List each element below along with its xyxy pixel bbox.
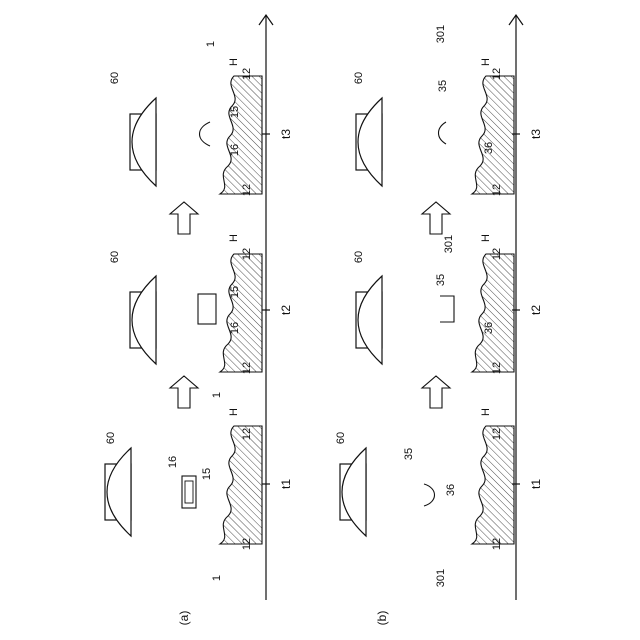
tick-label-t1: t1 [279,479,293,489]
ref-1-a-t2: 1 [211,392,223,398]
ref-12-a-t1-right: 12 [241,428,253,440]
ref-12-b-t3-right: 12 [491,68,503,80]
tick-label-t3-b: t3 [529,129,543,139]
ref-16-a-t1: 16 [167,456,179,468]
ref-12-b-t1-right: 12 [491,428,503,440]
progress-arrow-b-2 [422,202,450,234]
ref-12-a-t1-left: 12 [241,538,253,550]
ref-301-b-t3: 301 [435,25,447,43]
ref-12-a-t2-right: 12 [241,248,253,260]
panel-label-a: (a) [177,611,191,626]
ref-301-b-t1: 301 [435,569,447,587]
ref-h-b-t2: H [480,234,492,242]
progress-arrow-a-2 [170,202,198,234]
panel-a: t1 t2 t3 (a) 60 H 16 15 12 12 1 [105,15,293,625]
ref-12-a-t3-right: 12 [241,68,253,80]
ref-h-a-t1: H [228,408,240,416]
ref-12-a-t2-left: 12 [241,362,253,374]
ref-h-a-t2: H [228,234,240,242]
tick-label-t2: t2 [279,305,293,315]
ref-60-b-t1: 60 [335,432,347,444]
panel-label-b: (b) [375,611,389,626]
ref-60-a-t1: 60 [105,432,117,444]
ref-12-b-t1-left: 12 [491,538,503,550]
progress-arrow-b-1 [422,376,450,408]
ref-36-b-t3: 36 [483,142,495,154]
ref-60-b-t3: 60 [353,72,365,84]
tick-label-t2-b: t2 [529,305,543,315]
ref-36-b-t1: 36 [445,484,457,496]
ref-12-b-t3-left: 12 [491,184,503,196]
tick-label-t3: t3 [279,129,293,139]
stage-b-t3: 60 H 35 36 12 12 301 [353,25,514,196]
ref-16-a-t3: 16 [229,144,241,156]
ref-36-b-t2: 36 [483,322,495,334]
ref-60-b-t2: 60 [353,251,365,263]
rotated-drawing: t1 t2 t3 (a) 60 H 16 15 12 12 1 [105,15,543,625]
progress-arrow-a-1 [170,376,198,408]
ref-35-b-t2: 35 [435,274,447,286]
ref-15-a-t2: 15 [229,286,241,298]
stage-a-t1: 60 H 16 15 12 12 1 [105,408,262,581]
panel-b: t1 t2 t3 (b) 60 H 35 36 12 12 301 [335,15,543,625]
tick-label-t1-b: t1 [529,479,543,489]
ref-h-b-t3: H [480,58,492,66]
ref-12-b-t2-right: 12 [491,248,503,260]
ref-15-a-t3: 15 [229,106,241,118]
ref-35-b-t3: 35 [437,80,449,92]
ref-16-a-t2: 16 [229,322,241,334]
ref-15-a-t1: 15 [201,468,213,480]
stage-a-t2: 60 H 15 16 12 12 1 [109,234,262,398]
ref-1-a-t3: 1 [205,41,217,47]
stage-a-t3: 60 H 15 16 12 12 1 [109,41,262,196]
stage-b-t1: 60 H 35 36 12 12 301 [335,408,514,587]
ref-12-a-t3-left: 12 [241,184,253,196]
ref-301-b-t2: 301 [443,235,455,253]
ref-12-b-t2-left: 12 [491,362,503,374]
ref-60-a-t2: 60 [109,251,121,263]
ref-35-b-t1: 35 [403,448,415,460]
ref-60-a-t3: 60 [109,72,121,84]
stage-b-t2: 60 H 35 36 12 12 301 [353,234,514,374]
ref-h-b-t1: H [480,408,492,416]
ref-1-a-t1: 1 [211,575,223,581]
ref-h-a-t3: H [228,58,240,66]
